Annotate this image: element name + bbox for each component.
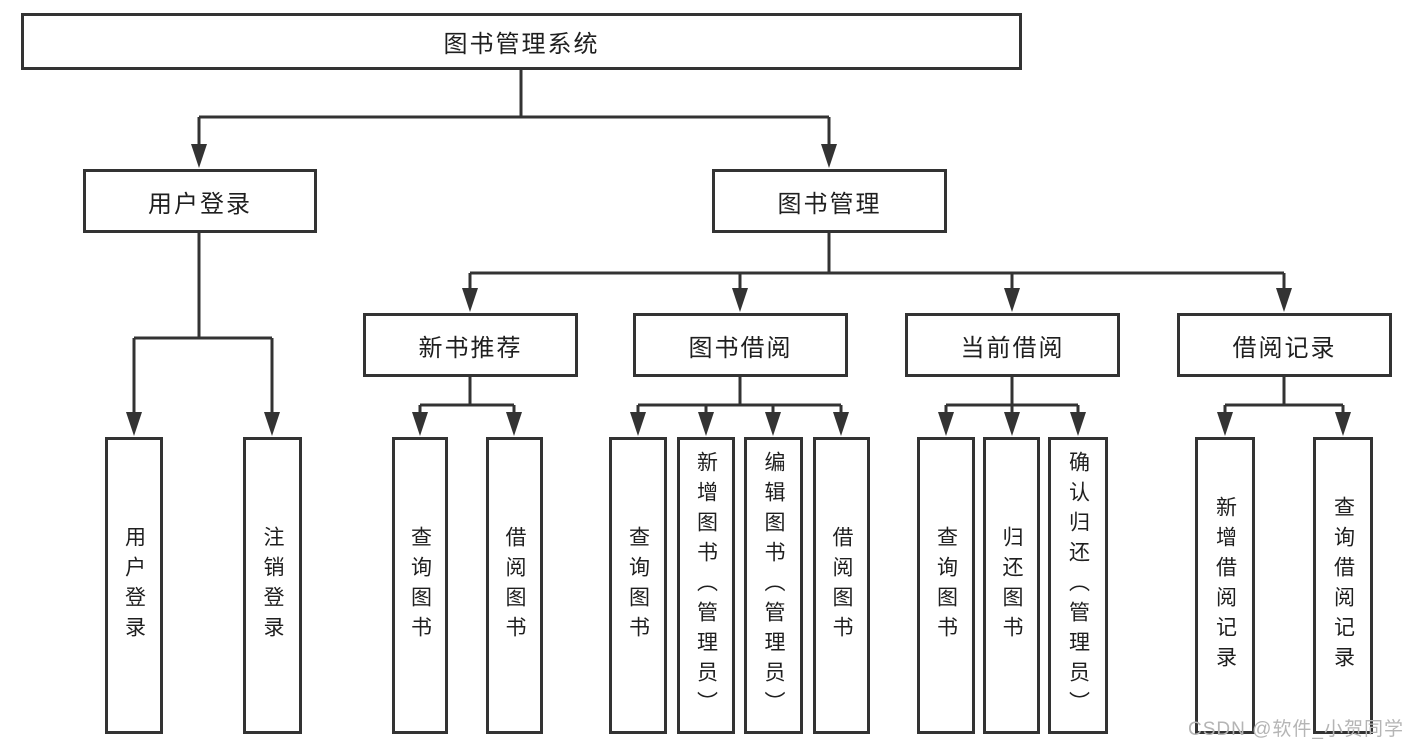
leaf-user-login: 用户登录 — [105, 437, 163, 734]
leaf-newbook-query-books: 查询图书 — [392, 437, 448, 734]
leaf-newbook-borrow-books: 借阅图书 — [486, 437, 543, 734]
leaf-add-books-admin: 新增图书（管理员） — [677, 437, 735, 734]
leaf-return-books-label: 归还图书 — [1000, 525, 1023, 646]
node-new-book-recommend: 新书推荐 — [363, 313, 578, 377]
leaf-logout-label: 注销登录 — [261, 525, 284, 646]
node-user-login: 用户登录 — [83, 169, 317, 233]
leaf-newbook-borrow-books-label: 借阅图书 — [503, 525, 526, 646]
leaf-query-borrow-record: 查询借阅记录 — [1313, 437, 1373, 734]
leaf-borrow-books-label: 借阅图书 — [830, 525, 853, 646]
node-root-system: 图书管理系统 — [21, 13, 1022, 70]
leaf-current-query-books-label: 查询图书 — [934, 525, 958, 646]
leaf-return-books: 归还图书 — [983, 437, 1040, 734]
leaf-newbook-query-books-label: 查询图书 — [408, 525, 432, 646]
node-borrow-records: 借阅记录 — [1177, 313, 1392, 377]
leaf-borrow-books: 借阅图书 — [813, 437, 870, 734]
leaf-add-borrow-record-label: 新增借阅记录 — [1213, 495, 1237, 676]
node-book-management: 图书管理 — [712, 169, 947, 233]
leaf-edit-books-admin: 编辑图书（管理员） — [744, 437, 803, 734]
leaf-add-borrow-record: 新增借阅记录 — [1195, 437, 1255, 734]
leaf-borrow-query-books: 查询图书 — [609, 437, 667, 734]
leaf-query-borrow-record-label: 查询借阅记录 — [1331, 495, 1355, 676]
leaf-user-login-label: 用户登录 — [122, 525, 146, 646]
leaf-borrow-query-books-label: 查询图书 — [626, 525, 650, 646]
leaf-logout: 注销登录 — [243, 437, 302, 734]
leaf-confirm-return-admin-label: 确认归还（管理员） — [1066, 450, 1090, 721]
node-book-borrow: 图书借阅 — [633, 313, 848, 377]
leaf-confirm-return-admin: 确认归还（管理员） — [1048, 437, 1108, 734]
leaf-current-query-books: 查询图书 — [917, 437, 975, 734]
leaf-edit-books-admin-label: 编辑图书（管理员） — [762, 450, 785, 721]
csdn-watermark: CSDN @软件_小贺同学 — [1188, 719, 1404, 740]
leaf-add-books-admin-label: 新增图书（管理员） — [694, 450, 718, 721]
node-current-borrow: 当前借阅 — [905, 313, 1120, 377]
